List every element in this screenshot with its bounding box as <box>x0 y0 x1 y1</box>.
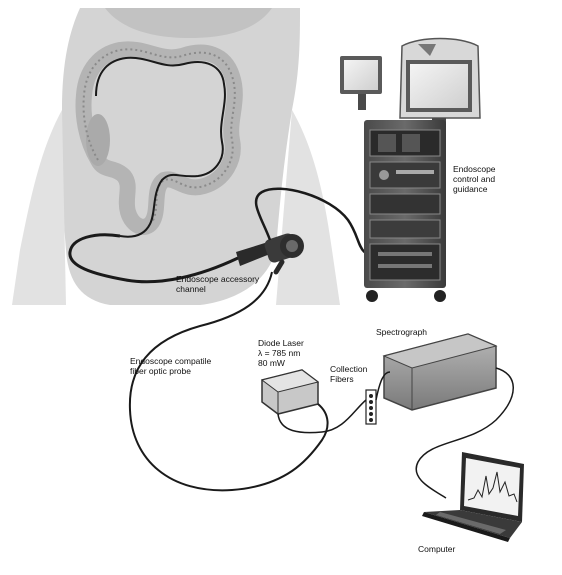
probe-fiber <box>128 271 329 492</box>
label-collection-fibers: Collection Fibers <box>330 364 368 384</box>
laptop-computer <box>422 452 524 542</box>
label-diode-laser: Diode Laser λ = 785 nm 80 mW <box>258 338 304 368</box>
colon-illustration <box>75 41 243 238</box>
label-probe: Endoscope compatile fiber optic probe <box>130 356 212 376</box>
label-endoscope-control: Endoscope control and guidance <box>453 164 496 194</box>
endoscope-tower <box>340 37 481 302</box>
collection-fiber <box>375 371 391 401</box>
endoscope-insertion-tube <box>68 233 239 284</box>
usb-cable <box>415 367 514 499</box>
endoscope-handle <box>236 233 304 275</box>
collection-fiber-connector <box>365 389 377 425</box>
label-computer: Computer <box>418 544 456 554</box>
label-accessory-channel: Endoscope accessory channel <box>176 274 260 294</box>
excitation-fiber <box>277 399 367 434</box>
diode-laser-box <box>260 369 320 415</box>
label-spectrograph: Spectrograph <box>376 327 428 337</box>
umbilical-cable <box>254 187 379 258</box>
spectrograph-box <box>382 333 498 411</box>
